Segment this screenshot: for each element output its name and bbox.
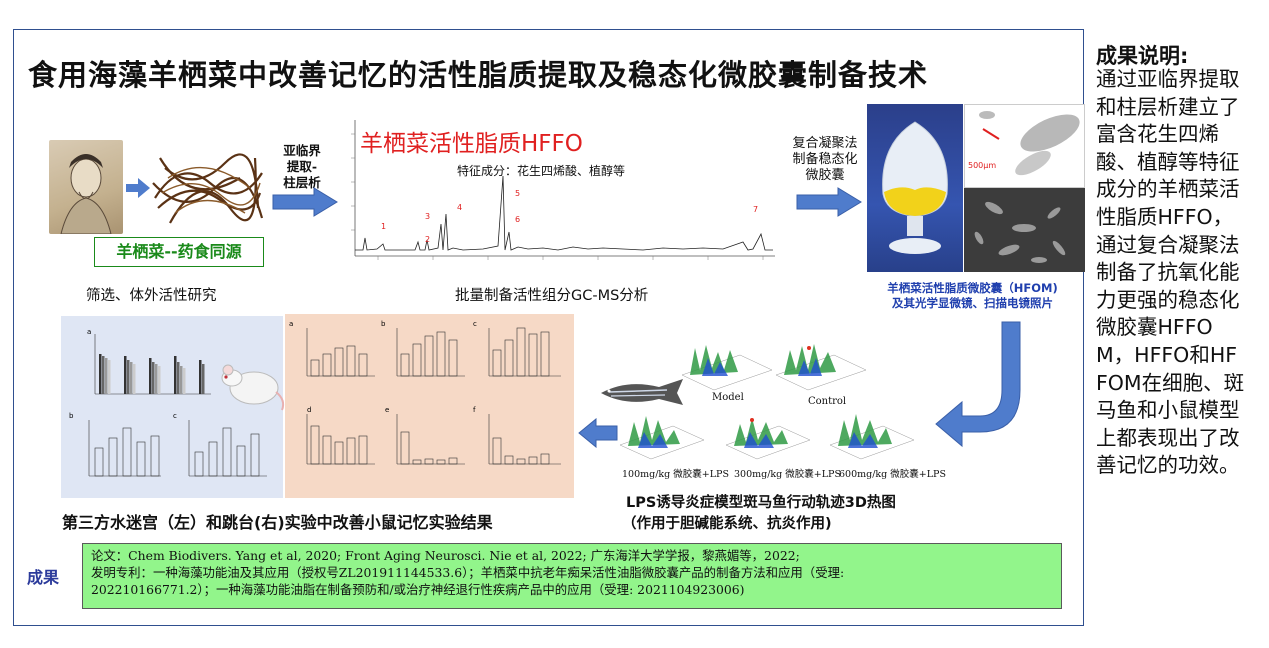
gcms-chromatogram: 1 2 3 4 5 6 7 — [351, 120, 775, 260]
arrow2-label-line1: 复合凝聚法 — [792, 136, 858, 151]
achievements-line2: 发明专利：一种海藻功能油及其应用（授权号ZL201911144533.6）；羊栖… — [91, 565, 845, 580]
achievements-box: 论文：Chem Biodivers. Yang et al, 2020; Fro… — [82, 543, 1062, 609]
gc-peak-label-6: 6 — [515, 215, 520, 224]
explanation-heading: 成果说明: — [1096, 44, 1189, 68]
arrow2-label: 复合凝聚法 制备稳态化 微胶囊 — [785, 136, 865, 184]
zebrafish-caption-line1: LPS诱导炎症模型斑马鱼行动轨迹3D热图 — [626, 495, 896, 511]
process-arrow-2-icon — [796, 187, 862, 217]
achievements-line3: 202210166771.2）；一种海藻功能油脂在制备预防和/或治疗神经退行性疾… — [91, 582, 745, 597]
seaweed-strands — [152, 153, 264, 224]
gc-peak-label-4: 4 — [457, 203, 462, 212]
heatmap-label-600: 600mg/kg 微胶囊+LPS — [839, 469, 946, 480]
capsule-caption: 羊栖菜活性脂质微胶囊（HFOM) 及其光学显微镜、扫描电镜照片 — [870, 281, 1075, 311]
main-frame — [13, 29, 1084, 626]
heatmap-label-100: 100mg/kg 微胶囊+LPS — [622, 469, 729, 480]
gc-peak-label-7: 7 — [753, 205, 758, 214]
arrow2-label-line2: 制备稳态化 — [792, 152, 858, 167]
mice-caption: 第三方水迷宫（左）和跳台(右)实验中改善小鼠记忆实验结果 — [62, 513, 493, 532]
portrait-sketch — [60, 154, 112, 235]
process-arrow-left-icon — [578, 418, 618, 448]
gcms-chart: 1 2 3 4 5 6 7 — [343, 114, 780, 274]
arrow1-label-line3: 柱层析 — [283, 175, 321, 190]
stepdown-panel-letter-d: d — [307, 406, 311, 414]
maze-panel-letter-c: c — [173, 412, 177, 420]
zebrafish-icon — [601, 379, 683, 405]
gc-peak-label-3: 3 — [425, 212, 430, 221]
mouse-image — [218, 356, 288, 412]
portrait-image — [49, 140, 123, 235]
capsule-caption-line2: 及其光学显微镜、扫描电镜照片 — [892, 296, 1053, 310]
gcms-note: 特征成分：花生四烯酸、植醇等 — [457, 164, 626, 178]
gc-peak-label-1: 1 — [381, 222, 386, 231]
arrow1-label: 亚临界 提取- 柱层析 — [272, 143, 332, 191]
medicine-food-badge: 羊栖菜--药食同源 — [94, 237, 264, 267]
arrow1-label-line1: 亚临界 — [283, 143, 321, 158]
step-down-panel: a b c d e — [285, 314, 574, 498]
seaweed-image — [150, 138, 265, 235]
maze-panel-letter-b: b — [69, 412, 74, 420]
capsule-flask — [882, 121, 948, 254]
sem-image — [964, 188, 1085, 272]
heatmap-label-control: Control — [808, 396, 847, 407]
step1-small-arrow-icon — [126, 178, 150, 198]
gcms-caption: 批量制备活性组分GC-MS分析 — [455, 288, 649, 304]
curved-down-arrow-icon — [935, 321, 1021, 448]
heatmap-model-control — [681, 344, 867, 391]
zebrafish-image — [597, 375, 687, 409]
water-maze-panel: a b c — [61, 316, 283, 498]
medicine-food-badge-text: 羊栖菜--药食同源 — [116, 242, 242, 261]
arrow2-label-line3: 微胶囊 — [805, 168, 845, 183]
explanation-body: 通过亚临界提取和柱层析建立了富含花生四烯酸、植醇等特征成分的羊栖菜活性脂质HFF… — [1096, 67, 1245, 478]
sem-view — [974, 201, 1066, 263]
water-maze-charts: a b c — [69, 328, 267, 477]
achievements-line1: 论文：Chem Biodivers. Yang et al, 2020; Fro… — [91, 548, 800, 563]
heatmap-label-model: Model — [712, 392, 744, 403]
stepdown-panel-letter-a: a — [289, 320, 293, 328]
optical-microscope-view — [979, 111, 1080, 176]
achievements-label: 成果 — [27, 568, 60, 587]
gc-peak-label-5: 5 — [515, 189, 520, 198]
maze-panel-letter-a: a — [87, 328, 91, 336]
white-mouse-icon — [221, 364, 285, 411]
microscope-scale-label: 500μm — [968, 161, 997, 170]
gcms-heading: 羊栖菜活性脂质HFFO — [360, 131, 583, 157]
heatmap-dose-groups — [619, 414, 915, 460]
page-title: 食用海藻羊栖菜中改善记忆的活性脂质提取及稳态化微胶囊制备技术 — [28, 58, 929, 92]
stepdown-panel-letter-e: e — [385, 406, 389, 414]
process-arrow-1-icon — [272, 187, 338, 217]
stepdown-panel-letter-f: f — [473, 406, 476, 414]
gc-peak-label-2: 2 — [425, 235, 430, 244]
capsule-caption-line1: 羊栖菜活性脂质微胶囊（HFOM) — [887, 281, 1058, 295]
microscope-image: 500μm — [964, 104, 1085, 188]
zebrafish-caption-line2: （作用于胆碱能系统、抗炎作用) — [622, 516, 832, 532]
heatmap-label-300: 300mg/kg 微胶囊+LPS — [734, 469, 841, 480]
capsule-flask-image — [867, 104, 963, 272]
step-down-charts: a b c d e — [289, 320, 561, 465]
stepdown-panel-letter-b: b — [381, 320, 386, 328]
stepdown-panel-letter-c: c — [473, 320, 477, 328]
step1-caption: 筛选、体外活性研究 — [86, 288, 217, 304]
arrow1-label-line2: 提取- — [286, 159, 318, 174]
